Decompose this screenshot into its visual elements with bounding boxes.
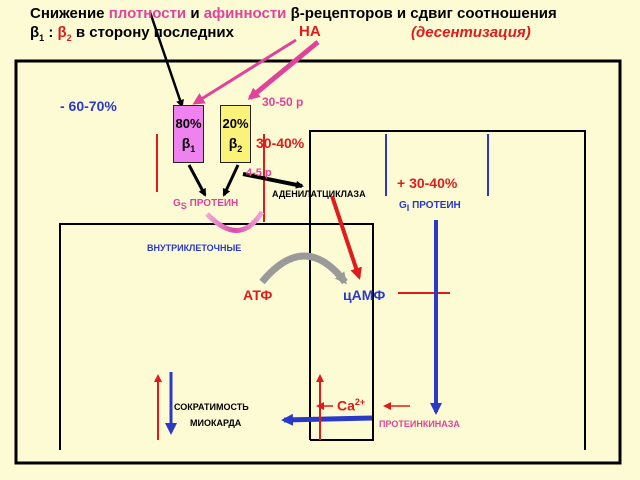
right-membrane-compartment bbox=[309, 130, 586, 450]
gi-protein-sub: I bbox=[406, 203, 410, 213]
title-beta2: β bbox=[57, 24, 67, 41]
ha-label: НА bbox=[299, 23, 321, 40]
beta1-subscript: 1 bbox=[190, 143, 196, 154]
title-text: в сторону последних bbox=[71, 24, 234, 41]
ha-to-beta2-arrow bbox=[247, 40, 320, 100]
title-pointer-arrow bbox=[148, 11, 184, 108]
title-line-2: β1 : β2 в сторону последних bbox=[30, 25, 234, 43]
title-text: β-рецепторов и сдвиг соотношения bbox=[286, 5, 557, 22]
beta2-percent: 20% bbox=[222, 116, 249, 131]
title-beta1: β bbox=[30, 24, 40, 41]
gs-protein-arc bbox=[205, 210, 265, 233]
outer-cell-membrane bbox=[14, 59, 622, 465]
title-desensitization: (десентизация) bbox=[411, 24, 531, 41]
density-drop-label: - 60-70% bbox=[60, 98, 117, 114]
title-text: : bbox=[44, 24, 58, 41]
beta2-increase-label: 30-40% bbox=[256, 135, 305, 151]
calcium-text: Ca bbox=[337, 397, 355, 414]
camp-label: цАМФ bbox=[343, 287, 386, 303]
intracellular-label: ВНУТРИКЛЕТОЧНЫЕ bbox=[147, 243, 242, 253]
protein-kinase-label: ПРОТЕИНКИНАЗА bbox=[379, 419, 460, 429]
ha-to-beta1-arrow bbox=[192, 38, 297, 105]
title-density: плотности bbox=[108, 5, 187, 22]
contractility-label: СОКРАТИМОСТЬ bbox=[174, 402, 249, 412]
title-line-1: Снижение плотности и афинности β-рецепто… bbox=[30, 6, 557, 21]
beta2-subscript: 2 bbox=[237, 143, 243, 154]
beta1-receptor: 80% β1 bbox=[173, 105, 204, 163]
gs-to-adenylate-cyclase-arrow bbox=[242, 172, 304, 189]
gi-protein-text: ПРОТЕИН bbox=[409, 200, 461, 211]
title-beta1-sub: 1 bbox=[39, 33, 45, 43]
intracellular-compartment bbox=[59, 223, 374, 450]
increase-4-5-label: 4-5 р bbox=[246, 167, 272, 179]
beta2-to-gs-arrow bbox=[222, 164, 240, 197]
gs-protein-sub: S bbox=[180, 201, 187, 211]
beta2-symbol: β bbox=[228, 135, 238, 151]
beta1-symbol: β bbox=[181, 135, 191, 151]
pk-to-contractility-arrow bbox=[281, 413, 373, 426]
gi-protein-label: GI ПРОТЕИН bbox=[399, 201, 461, 213]
title-text: и bbox=[186, 5, 204, 22]
title-affinity: афинности bbox=[203, 5, 287, 22]
myocardium-label: МИОКАРДА bbox=[190, 418, 242, 428]
atp-label: АТФ bbox=[243, 287, 273, 303]
gs-protein-text: ПРОТЕИН bbox=[186, 198, 239, 209]
beta2-receptor: 20% β2 bbox=[220, 105, 251, 163]
affinity-increase-label: 30-50 р bbox=[262, 95, 304, 109]
atp-to-camp-arrow bbox=[259, 252, 348, 285]
gi-protein-letter: G bbox=[399, 200, 407, 211]
ac-to-camp-arrow bbox=[330, 195, 362, 280]
title-text: Снижение bbox=[30, 5, 109, 22]
gs-protein-label: GS ПРОТЕИН bbox=[173, 199, 238, 211]
beta1-percent: 80% bbox=[175, 116, 202, 131]
title-beta2-sub: 2 bbox=[66, 33, 72, 43]
beta1-to-gs-arrow bbox=[187, 164, 207, 197]
gs-protein-letter: G bbox=[173, 198, 181, 209]
gi-increase-label: + 30-40% bbox=[397, 175, 458, 191]
adenylate-cyclase-label: АДЕНИЛАТЦИКЛАЗА bbox=[272, 189, 366, 199]
calcium-charge: 2+ bbox=[354, 397, 366, 407]
calcium-label: Ca2+ bbox=[337, 398, 365, 413]
